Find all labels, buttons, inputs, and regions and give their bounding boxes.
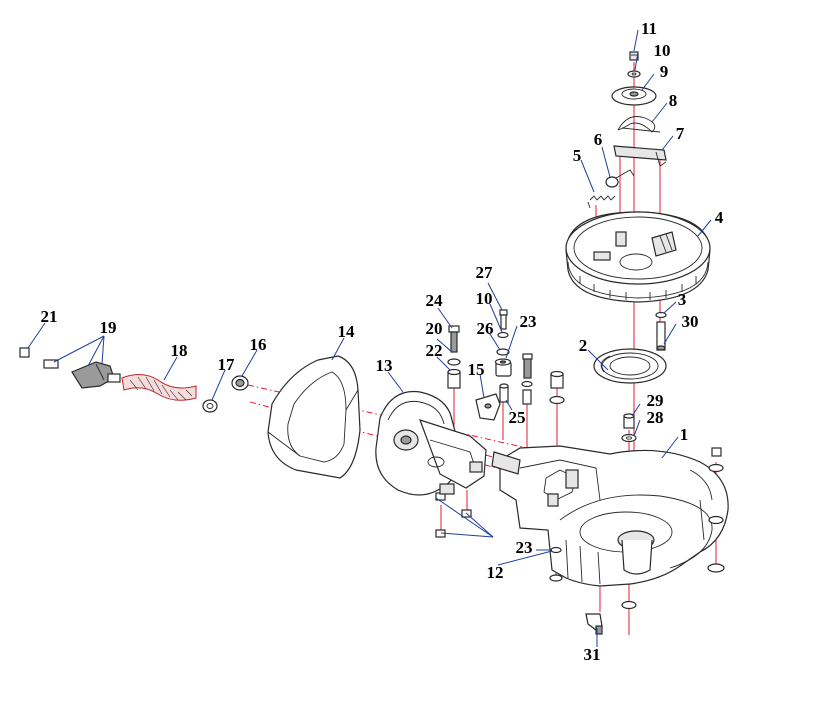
label-part-14: 14 xyxy=(338,322,356,341)
part-29-bushing xyxy=(623,413,635,429)
label-part-23-top: 23 xyxy=(520,312,537,331)
label-part-22: 22 xyxy=(426,341,443,360)
label-part-13: 13 xyxy=(376,356,393,375)
label-part-15: 15 xyxy=(468,360,485,379)
part-16-grommet xyxy=(231,375,249,391)
part-17-ring xyxy=(202,399,218,413)
part-20-washer xyxy=(447,358,461,366)
part-15-bracket xyxy=(475,393,501,421)
part-18-starter-rope xyxy=(121,374,197,401)
part-2-recoil-spring xyxy=(593,348,667,384)
part-4-starter-pulley xyxy=(565,211,711,303)
leader-lines xyxy=(27,29,712,647)
label-part-25: 25 xyxy=(509,408,526,427)
label-part-31: 31 xyxy=(584,645,601,664)
label-part-26: 26 xyxy=(477,319,494,338)
part-labels: 11 10 9 8 7 6 5 4 3 30 2 29 28 1 23 12 3… xyxy=(41,19,724,664)
label-part-19: 19 xyxy=(100,318,117,337)
part-27-bolt xyxy=(499,309,508,330)
label-part-4: 4 xyxy=(715,208,724,227)
housing-mount-bottom xyxy=(549,574,637,610)
part-21-rope-end xyxy=(19,347,59,369)
part-11-screw xyxy=(629,51,639,61)
label-part-18: 18 xyxy=(171,341,188,360)
part-23-washer-bottom xyxy=(550,546,562,554)
label-part-17: 17 xyxy=(218,355,236,374)
label-part-11: 11 xyxy=(641,19,657,38)
part-8-spring-clip xyxy=(617,116,661,133)
label-part-3: 3 xyxy=(678,290,687,309)
label-part-30: 30 xyxy=(682,312,699,331)
part-13-control-assembly xyxy=(375,390,487,496)
label-part-28: 28 xyxy=(647,408,664,427)
part-10-washer-mid xyxy=(497,331,509,339)
part-19-pull-handle xyxy=(71,361,121,389)
label-part-6: 6 xyxy=(594,130,603,149)
part-28-washer xyxy=(621,433,637,443)
part-26-nut xyxy=(496,348,510,356)
label-part-7: 7 xyxy=(676,124,685,143)
part-6-ratchet-pawl xyxy=(605,169,635,188)
part-30-pin xyxy=(656,321,666,351)
label-part-2: 2 xyxy=(579,336,588,355)
part-3-washer xyxy=(655,311,667,319)
part-14-air-filter-cover xyxy=(267,355,361,479)
part-25-spacer xyxy=(499,383,509,403)
part-5-spring xyxy=(587,195,616,209)
part-9-pulley-cap xyxy=(611,86,657,106)
housing-mount-right xyxy=(707,447,725,573)
label-part-20: 20 xyxy=(426,319,443,338)
part-1-fan-housing xyxy=(491,445,729,587)
label-part-21: 21 xyxy=(41,307,58,326)
label-part-24: 24 xyxy=(426,291,444,310)
label-part-16: 16 xyxy=(250,335,267,354)
part-31-clip xyxy=(585,613,603,635)
label-part-10-top: 10 xyxy=(654,41,671,60)
part-24-bolt xyxy=(448,325,460,353)
label-part-1: 1 xyxy=(680,425,689,444)
spacer-sleeve-right xyxy=(549,370,565,405)
label-part-23-bottom: 23 xyxy=(516,538,533,557)
part-22-spacer xyxy=(447,368,461,389)
label-part-29: 29 xyxy=(647,391,664,410)
spacer-bolt-column xyxy=(521,353,533,405)
label-part-9: 9 xyxy=(660,62,669,81)
part-23-spacer-top xyxy=(494,358,512,377)
part-7-pawl-lever xyxy=(613,145,667,167)
label-part-12: 12 xyxy=(487,563,504,582)
label-part-8: 8 xyxy=(669,91,678,110)
label-part-5: 5 xyxy=(573,146,582,165)
label-part-27: 27 xyxy=(476,263,494,282)
label-part-10-mid: 10 xyxy=(476,289,493,308)
part-10-washer-top xyxy=(627,70,641,78)
